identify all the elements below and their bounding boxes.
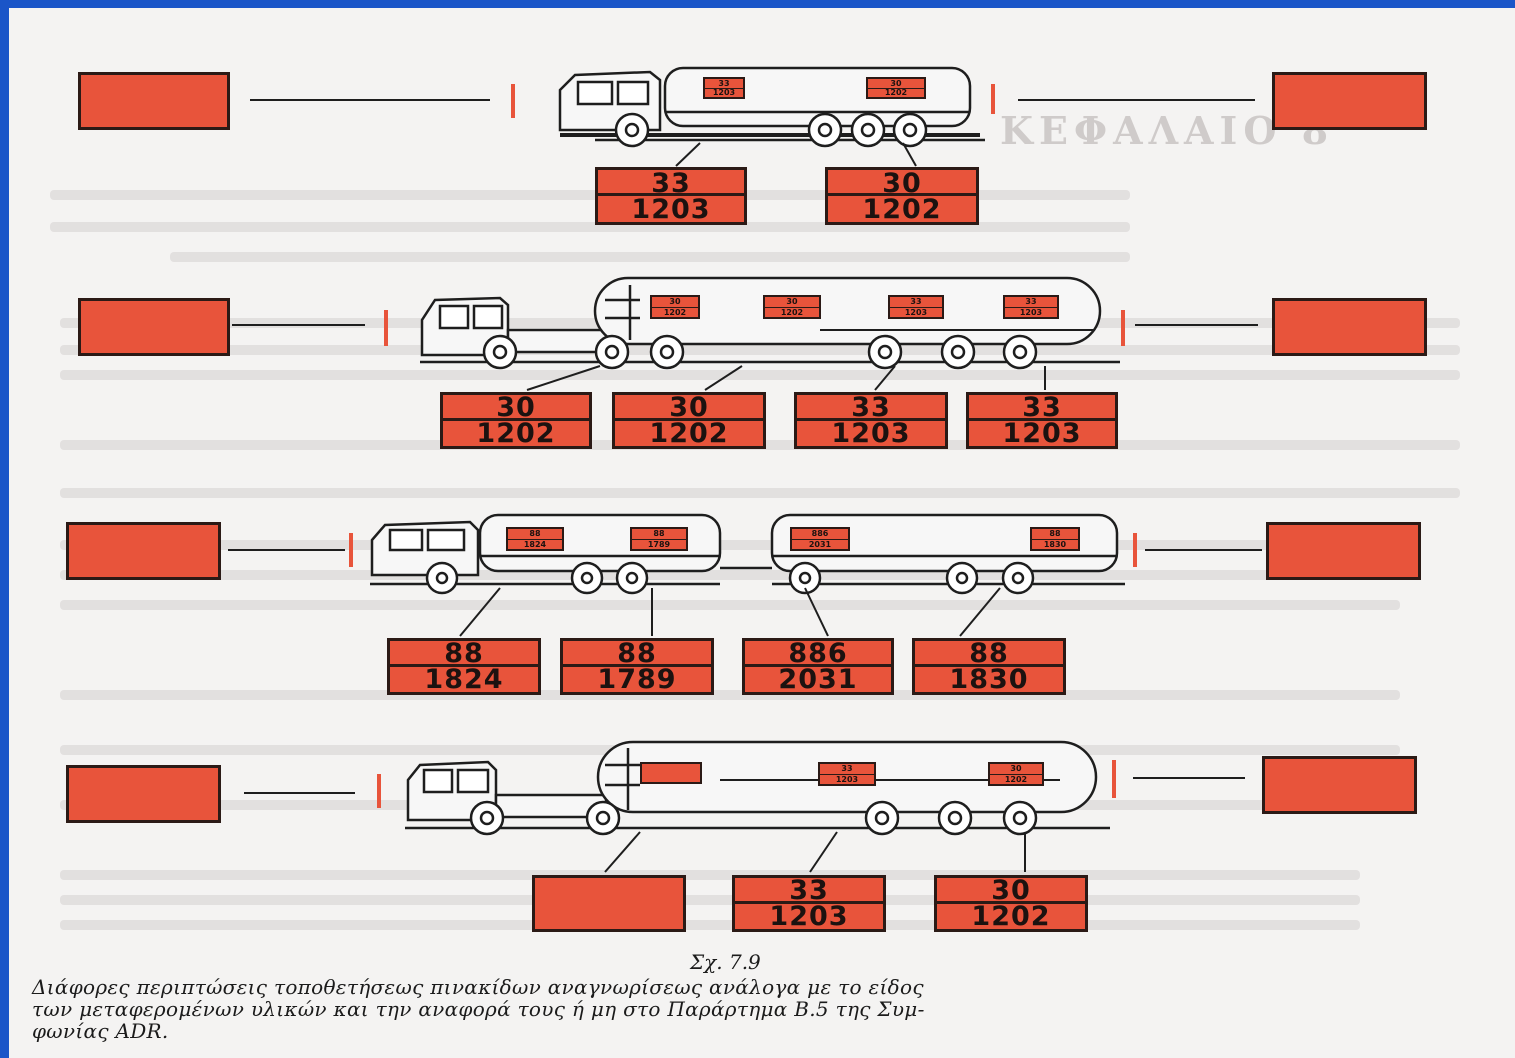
un-number: 1202 xyxy=(443,418,589,447)
mini-un-number: 1824 xyxy=(508,539,562,549)
blank-plate-front xyxy=(1272,72,1427,130)
caption-line: Διάφορες περιπτώσεις τοποθετήσεως πινακί… xyxy=(32,975,924,999)
mini-hazard-number: 88 xyxy=(508,529,562,539)
mini-un-number: 1203 xyxy=(820,774,874,784)
un-number: 1830 xyxy=(915,664,1063,693)
mini-un-number: 1203 xyxy=(705,88,743,97)
mini-un-number: 1202 xyxy=(765,307,819,317)
mini-hazard-number: 88 xyxy=(1032,529,1078,539)
blank-plate-rear xyxy=(66,522,221,580)
blank-plate-front xyxy=(1262,756,1417,814)
un-number: 1202 xyxy=(937,901,1085,930)
rear-marker-tick xyxy=(349,533,353,567)
mini-un-number: 1202 xyxy=(868,88,924,97)
mini-hazard-number: 886 xyxy=(792,529,848,539)
mini-hazard-number: 30 xyxy=(990,764,1042,774)
mini-un-number: 1789 xyxy=(632,539,686,549)
un-number: 1824 xyxy=(390,664,538,693)
mini-hazard-number: 30 xyxy=(765,297,819,307)
tank-mini-plate: 301202 xyxy=(763,295,821,319)
front-marker-tick xyxy=(1133,533,1137,567)
un-number: 1203 xyxy=(598,193,744,222)
mini-un-number: 1202 xyxy=(990,774,1042,784)
front-marker-tick xyxy=(991,84,995,114)
mini-un-number: 1203 xyxy=(890,307,942,317)
un-number: 1203 xyxy=(735,901,883,930)
un-number: 1202 xyxy=(828,193,976,222)
mini-hazard-number: 33 xyxy=(890,297,942,307)
un-number: 1203 xyxy=(969,418,1115,447)
mini-un-number: 1203 xyxy=(1005,307,1057,317)
mini-hazard-number: 88 xyxy=(632,529,686,539)
rear-marker-tick xyxy=(377,774,381,808)
blank-plate-front xyxy=(1266,522,1421,580)
caption-line: των μεταφερομένων υλικών και την αναφορά… xyxy=(32,997,925,1021)
caption-line: φωνίας ADR. xyxy=(32,1019,169,1043)
rear-marker-tick xyxy=(384,310,388,346)
mini-un-number: 1202 xyxy=(652,307,698,317)
tractor-semitrailer-tank-drawing xyxy=(420,278,1120,368)
hazard-plate: 301202 xyxy=(440,392,592,449)
front-marker-tick xyxy=(1112,760,1116,798)
un-number: 2031 xyxy=(745,664,891,693)
blank-plate xyxy=(532,875,686,932)
mini-hazard-number: 30 xyxy=(652,297,698,307)
mini-hazard-number: 30 xyxy=(868,79,924,88)
mini-hazard-number: 33 xyxy=(1005,297,1057,307)
blank-plate-rear xyxy=(66,765,221,823)
tractor-semitrailer-tank-3-drawing xyxy=(405,742,1110,834)
mini-hazard-number: 33 xyxy=(705,79,743,88)
un-number: 1202 xyxy=(615,418,763,447)
un-number: 1789 xyxy=(563,664,711,693)
rear-marker-tick xyxy=(511,84,515,118)
mini-un-number: 2031 xyxy=(792,539,848,549)
un-number: 1203 xyxy=(797,418,945,447)
blank-plate-rear xyxy=(78,298,230,356)
truck-with-tank-trailer-drawing xyxy=(370,515,1125,593)
blank-plate-front xyxy=(1272,298,1427,356)
mini-hazard-number: 33 xyxy=(820,764,874,774)
tank-mini-plate-blank xyxy=(640,762,702,784)
front-marker-tick xyxy=(1121,310,1125,346)
figure-label: Σχ. 7.9 xyxy=(690,950,761,974)
mini-un-number: 1830 xyxy=(1032,539,1078,549)
blank-plate-rear xyxy=(78,72,230,130)
hazard-plate: 331203 xyxy=(732,875,886,932)
